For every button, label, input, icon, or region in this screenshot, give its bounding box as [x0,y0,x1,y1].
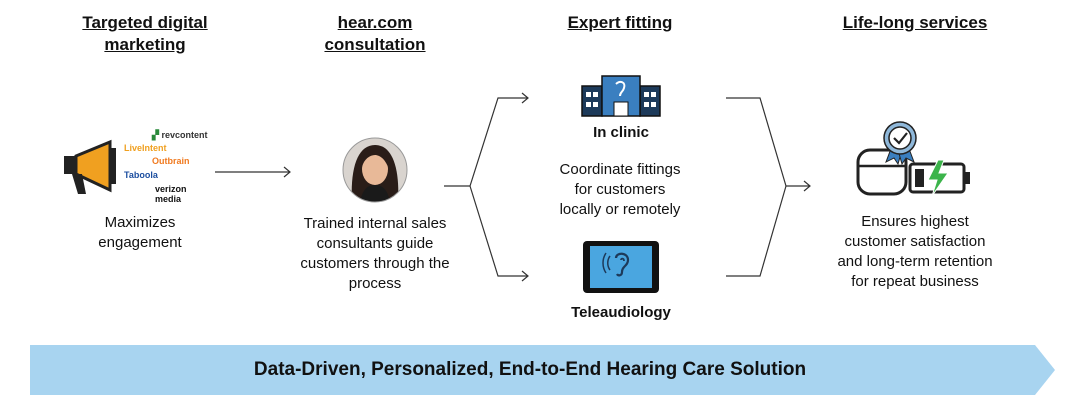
heading-line-2: consultation [324,35,426,54]
desc-line: customer satisfaction [844,233,986,250]
heading-line-1: Targeted digital [82,13,208,32]
heading-line-1: Expert fitting [567,13,673,32]
desc-line: Ensures highest [861,213,969,230]
desc-line: Coordinate fittings [559,161,681,178]
heading-line-2: marketing [104,35,186,54]
marketing-description: Maximizes engagement [70,213,210,253]
verizon-text: verizon [155,184,187,194]
revcontent-logo: ▞ revcontent [152,130,208,140]
consultant-photo [342,137,408,203]
desc-line: and long-term retention [837,253,993,270]
solution-banner-arrow [30,345,1055,395]
heading-life-long-services: Life-long services [810,12,1020,34]
teleaudiology-label: Teleaudiology [571,304,671,321]
taboola-text: Taboola [124,170,158,180]
heading-line-1: hear.com [337,13,413,32]
outbrain-logo: Outbrain [152,156,190,166]
arrow-marketing-to-consultation [215,166,291,178]
heading-expert-fitting: Expert fitting [535,12,705,34]
desc-line: process [348,275,402,292]
desc-line: consultants guide [316,235,434,252]
consultation-description: Trained internal sales consultants guide… [280,214,470,294]
tablet-ear-icon [583,241,659,293]
desc-line: engagement [98,234,182,251]
battery-charging-icon [908,159,970,197]
converging-arrows-to-services [726,97,811,277]
revcontent-text: revcontent [161,130,208,140]
certification-badge-icon [883,121,917,166]
desc-line: customers through the [300,255,450,272]
desc-line: Trained internal sales [303,215,447,232]
fitting-description: Coordinate fittings for customers locall… [535,160,705,220]
desc-line: for customers [574,181,666,198]
liveintent-logo: LiveIntent [124,143,167,153]
solution-banner-text: Data-Driven, Personalized, End-to-End He… [253,359,807,380]
taboola-logo: Taboola [124,170,158,180]
desc-line: for repeat business [851,273,979,290]
heading-consultation: hear.com consultation [290,12,460,56]
media-text: media [155,194,182,204]
outbrain-text: Outbrain [152,156,190,166]
desc-line: locally or remotely [559,201,681,218]
liveintent-text: LiveIntent [124,143,167,153]
desc-line: Maximizes [104,214,176,231]
heading-line-1: Life-long services [842,13,988,32]
services-description: Ensures highest customer satisfaction an… [810,212,1020,292]
in-clinic-label: In clinic [593,124,649,141]
heading-targeted-marketing: Targeted digital marketing [60,12,230,56]
megaphone-icon [64,139,116,194]
verizon-media-logo: verizon media [155,184,187,204]
earbuds-case-icon [856,148,908,196]
fork-arrows-to-fitting [444,92,529,282]
clinic-building-icon [581,75,661,117]
